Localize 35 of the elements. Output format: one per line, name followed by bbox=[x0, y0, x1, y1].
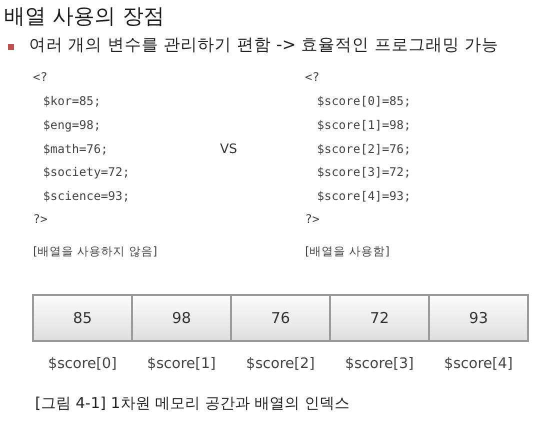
code-caption: [배열을 사용함] bbox=[305, 245, 390, 258]
array-cell bbox=[230, 294, 329, 342]
code-line: $kor=85; bbox=[43, 95, 101, 109]
cell-value: 93 bbox=[468, 309, 488, 327]
code-line: $science=93; bbox=[43, 190, 130, 204]
array-cell bbox=[131, 294, 230, 342]
array-cell bbox=[428, 294, 529, 342]
slide-title: 배열 사용의 장점 bbox=[4, 4, 164, 28]
cell-value: 72 bbox=[370, 309, 390, 327]
array-cell bbox=[329, 294, 428, 342]
code-line: $score[2]=76; bbox=[317, 143, 411, 157]
code-line: $score[0]=85; bbox=[317, 95, 411, 109]
index-label: $score[4] bbox=[444, 356, 513, 373]
array-cell bbox=[32, 294, 131, 342]
versus-text: VS bbox=[220, 143, 238, 158]
code-line: ?> bbox=[33, 213, 48, 227]
code-caption: [배열을 사용하지 않음] bbox=[33, 245, 158, 258]
index-label: $score[2] bbox=[246, 356, 315, 373]
code-line: $math=76; bbox=[43, 143, 108, 157]
cell-value: 76 bbox=[270, 309, 290, 327]
code-line: $eng=98; bbox=[43, 119, 101, 133]
code-line: $score[1]=98; bbox=[317, 119, 411, 133]
cell-value: 98 bbox=[172, 309, 192, 327]
index-label: $score[3] bbox=[345, 356, 414, 373]
figure-caption: [그림 4-1] 1차원 메모리 공간과 배열의 인덱스 bbox=[35, 395, 350, 412]
code-line: ?> bbox=[305, 213, 320, 227]
code-line: $society=72; bbox=[43, 166, 130, 180]
code-line: $score[3]=72; bbox=[317, 166, 411, 180]
index-label: $score[1] bbox=[147, 356, 216, 373]
code-line: <? bbox=[33, 71, 48, 85]
bullet-text: 여러 개의 변수를 관리하기 편함 -> 효율적인 프로그래밍 가능 bbox=[29, 36, 499, 55]
index-label: $score[0] bbox=[48, 356, 117, 373]
cell-value: 85 bbox=[72, 309, 92, 327]
code-line: <? bbox=[305, 71, 320, 85]
code-line: $score[4]=93; bbox=[317, 190, 411, 204]
